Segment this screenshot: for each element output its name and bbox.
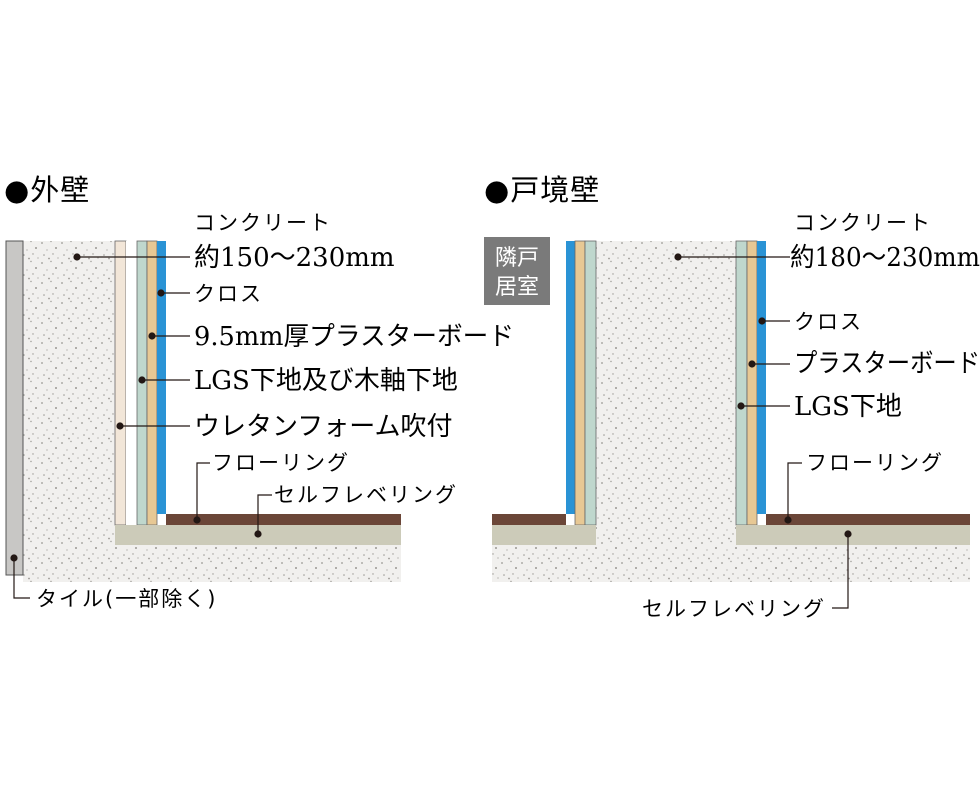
exterior-slab-concrete: [115, 545, 401, 582]
tile-label: タイル(一部除く): [36, 587, 217, 611]
partition-slab-concrete: [492, 545, 970, 582]
urethane-foam-label: ウレタンフォーム吹付: [194, 412, 452, 442]
exterior-concrete-label: コンクリート: [194, 211, 332, 235]
partition-lgs-layer: [735, 240, 748, 526]
partition-cross-label: クロス: [794, 310, 863, 334]
neighbor-self-leveling-layer: [492, 525, 596, 545]
exterior-cross-layer: [157, 241, 166, 514]
exterior-concrete-thickness: 約150〜230mm: [194, 243, 395, 273]
neighbor-plasterboard-layer: [574, 240, 586, 526]
exterior-plasterboard-label: 9.5mm厚プラスターボード: [194, 322, 514, 352]
neighbor-room-badge: [484, 237, 550, 305]
exterior-wall-title: ●外壁: [4, 173, 90, 207]
partition-flooring-layer: [766, 514, 970, 525]
exterior-tile-layer: [5, 240, 24, 576]
neighbor-flooring-layer: [492, 514, 566, 525]
partition-self-leveling-label: セルフレベリング: [642, 597, 826, 621]
partition-concrete-thickness: 約180〜230mm: [790, 243, 980, 273]
partition-plasterboard-layer: [746, 240, 758, 526]
partition-flooring-label: フローリング: [806, 451, 944, 475]
partition-lgs-label: LGS下地: [794, 392, 902, 422]
exterior-concrete: [23, 241, 115, 546]
partition-wall-title: ●戸境壁: [484, 173, 600, 207]
exterior-cross-label: クロス: [194, 282, 263, 306]
partition-plasterboard-label: プラスターボード: [794, 349, 980, 379]
partition-wall-diagram: ●戸境壁 隣戸 居室 コンクリート 約180〜230: [484, 173, 980, 621]
exterior-flooring-label: フローリング: [212, 451, 350, 475]
neighbor-badge-line2: 居室: [495, 275, 539, 300]
partition-self-leveling-layer: [736, 525, 970, 545]
partition-cross-layer: [757, 241, 766, 514]
neighbor-cross-layer: [566, 241, 575, 514]
exterior-plasterboard-layer: [146, 240, 158, 526]
neighbor-lgs-layer: [584, 240, 597, 526]
exterior-self-leveling-label: セルフレベリング: [274, 483, 458, 507]
urethane-foam-layer: [114, 240, 127, 526]
partition-concrete-label: コンクリート: [794, 211, 932, 235]
exterior-flooring-layer: [166, 514, 401, 525]
neighbor-badge-line1: 隣戸: [495, 246, 539, 271]
partition-concrete: [596, 241, 736, 545]
exterior-lgs-label: LGS下地及び木軸下地: [194, 366, 458, 396]
exterior-wall-diagram: ●外壁 コンクリート 約150〜230mm: [4, 173, 514, 611]
